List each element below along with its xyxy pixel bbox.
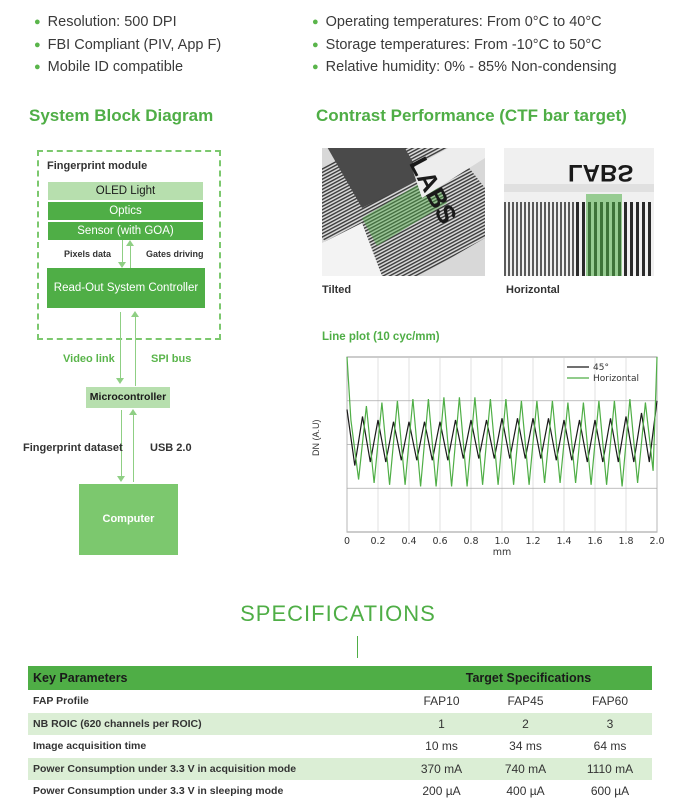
param-value: 3	[568, 712, 652, 735]
param-value: FAP10	[423, 694, 460, 709]
param-value: FAP60	[591, 694, 629, 709]
spi-bus-label: SPI bus	[151, 353, 192, 365]
param-value: 64 ms	[593, 739, 627, 754]
table-row: Image acquisition time 10 ms 34 ms 64 ms	[28, 735, 652, 758]
dataset-line	[121, 410, 122, 480]
x-tick-label: 1.6	[587, 536, 602, 547]
table-row: NB ROIC (620 channels per ROIC) 1 2 3	[28, 712, 652, 735]
series-line-horizontal	[346, 356, 658, 487]
table-row: Power Consumption under 3.3 V in sleepin…	[28, 780, 652, 803]
table-header-row: Key Parameters Target Specifications	[28, 666, 652, 690]
x-tick-label: 1.0	[494, 536, 509, 547]
param-value: 370 mA	[400, 757, 483, 780]
title-divider	[357, 636, 358, 658]
series-line-deg45	[346, 400, 658, 466]
table-row: FAP Profile FAP10 FAP45 FAP60	[28, 690, 652, 713]
param-value: 2	[483, 712, 568, 735]
x-tick-label: 0.8	[463, 536, 478, 547]
module-label: Fingerprint module	[47, 160, 148, 172]
tilted-caption: Tilted	[322, 284, 352, 296]
x-tick-label: 0	[344, 536, 350, 547]
key-parameters-header: Key Parameters	[28, 666, 400, 690]
x-tick-label: 0.2	[370, 536, 385, 547]
arrow-down-icon	[117, 476, 125, 482]
legend-label: Horizontal	[593, 374, 639, 384]
bullet-icon: ●	[312, 61, 319, 73]
video-link-label: Video link	[63, 353, 115, 365]
table-row: Power Consumption under 3.3 V in acquisi…	[28, 757, 652, 780]
computer-box: Computer	[79, 484, 178, 555]
gates-driving-line	[130, 244, 131, 268]
x-tick-label: 2.0	[649, 536, 664, 547]
microcontroller-box: Microcontroller	[86, 387, 170, 408]
fingerprint-module-box	[37, 150, 221, 340]
usb-line	[133, 414, 134, 482]
bullet-icon: ●	[312, 16, 319, 28]
specifications-title: SPECIFICATIONS	[240, 601, 436, 626]
feature-item: ●Mobile ID compatible	[34, 59, 184, 75]
horizontal-caption: Horizontal	[506, 284, 560, 296]
specifications-table: Key Parameters Target Specifications FAP…	[28, 666, 652, 803]
arrow-up-icon	[126, 240, 134, 246]
features-right: ●Operating temperatures: From 0°C to 40°…	[312, 11, 617, 79]
param-name: Image acquisition time	[33, 740, 147, 753]
param-value: 200 µA	[422, 784, 461, 799]
param-name: NB ROIC (620 channels per ROIC)	[28, 712, 400, 735]
contrast-title: Contrast Performance (CTF bar target)	[316, 106, 627, 125]
tilted-bar-target	[322, 148, 485, 276]
feature-item: ●Storage temperatures: From -10°C to 50°…	[312, 36, 602, 53]
readout-controller: Read-Out System Controller	[47, 268, 205, 308]
feature-item: ●Operating temperatures: From 0°C to 40°…	[312, 14, 602, 30]
x-tick-label: 0.4	[401, 536, 416, 547]
bullet-icon: ●	[34, 38, 41, 51]
x-tick-label: 0.6	[432, 536, 447, 547]
arrow-down-icon	[118, 262, 126, 268]
horizontal-bar-target	[504, 148, 654, 276]
x-tick-label: 1.2	[525, 536, 540, 547]
target-specs-header: Target Specifications	[400, 666, 652, 690]
param-value: FAP45	[507, 694, 544, 709]
param-name: Power Consumption under 3.3 V in acquisi…	[28, 757, 400, 780]
param-value: 1110 mA	[568, 757, 652, 780]
optics-layer: Optics	[48, 202, 203, 220]
feature-item: ●FBI Compliant (PIV, App F)	[34, 36, 222, 53]
feature-item: ●Relative humidity: 0% - 85% Non-condens…	[312, 59, 617, 75]
bullet-icon: ●	[312, 38, 319, 51]
param-value: 600 µA	[590, 784, 630, 799]
line-plot: 0 0.2 0.4 0.6 0.8 1.0 1.2 1.4 1.6 1.8 2.0 mm 45°Hori…	[344, 356, 665, 558]
chart-ylabel: DN (A.U)	[311, 419, 321, 457]
sensor-layer: Sensor (with GOA)	[48, 222, 203, 240]
spi-bus-line	[135, 316, 136, 386]
horizontal-target-text: LABS	[568, 159, 634, 186]
video-link-line	[120, 312, 121, 382]
param-value: 1	[400, 712, 483, 735]
param-value: 740 mA	[483, 757, 568, 780]
ctf-horizontal-image: LABS	[504, 148, 654, 276]
x-axis-label: mm	[493, 547, 512, 558]
gates-driving-label: Gates driving	[146, 249, 204, 259]
x-tick-label: 1.8	[618, 536, 633, 547]
arrow-up-icon	[129, 409, 137, 415]
ctf-tilted-image: LABS	[322, 148, 485, 276]
param-value: 10 ms	[425, 739, 458, 754]
bullet-icon: ●	[34, 16, 41, 28]
legend-label: 45°	[593, 363, 609, 373]
arrow-down-icon	[116, 378, 124, 384]
fingerprint-dataset-label: Fingerprint dataset	[23, 442, 123, 454]
x-tick-label: 1.4	[556, 536, 571, 547]
oled-light-layer: OLED Light	[48, 182, 203, 200]
features-left: ●Resolution: 500 DPI ●FBI Compliant (PIV…	[34, 11, 221, 79]
chart-title: Line plot (10 cyc/mm)	[322, 331, 440, 343]
feature-item: ●Resolution: 500 DPI	[34, 14, 177, 30]
param-name: Power Consumption under 3.3 V in sleepin…	[33, 785, 284, 798]
block-diagram-title: System Block Diagram	[29, 106, 214, 125]
param-value: 34 ms	[509, 739, 542, 754]
param-value: 400 µA	[506, 784, 545, 799]
bullet-icon: ●	[34, 61, 41, 73]
arrow-up-icon	[131, 311, 139, 317]
usb-label: USB 2.0	[150, 442, 192, 454]
pixels-data-line	[122, 240, 123, 266]
pixels-data-label: Pixels data	[64, 249, 112, 259]
param-name: FAP Profile	[33, 695, 89, 708]
